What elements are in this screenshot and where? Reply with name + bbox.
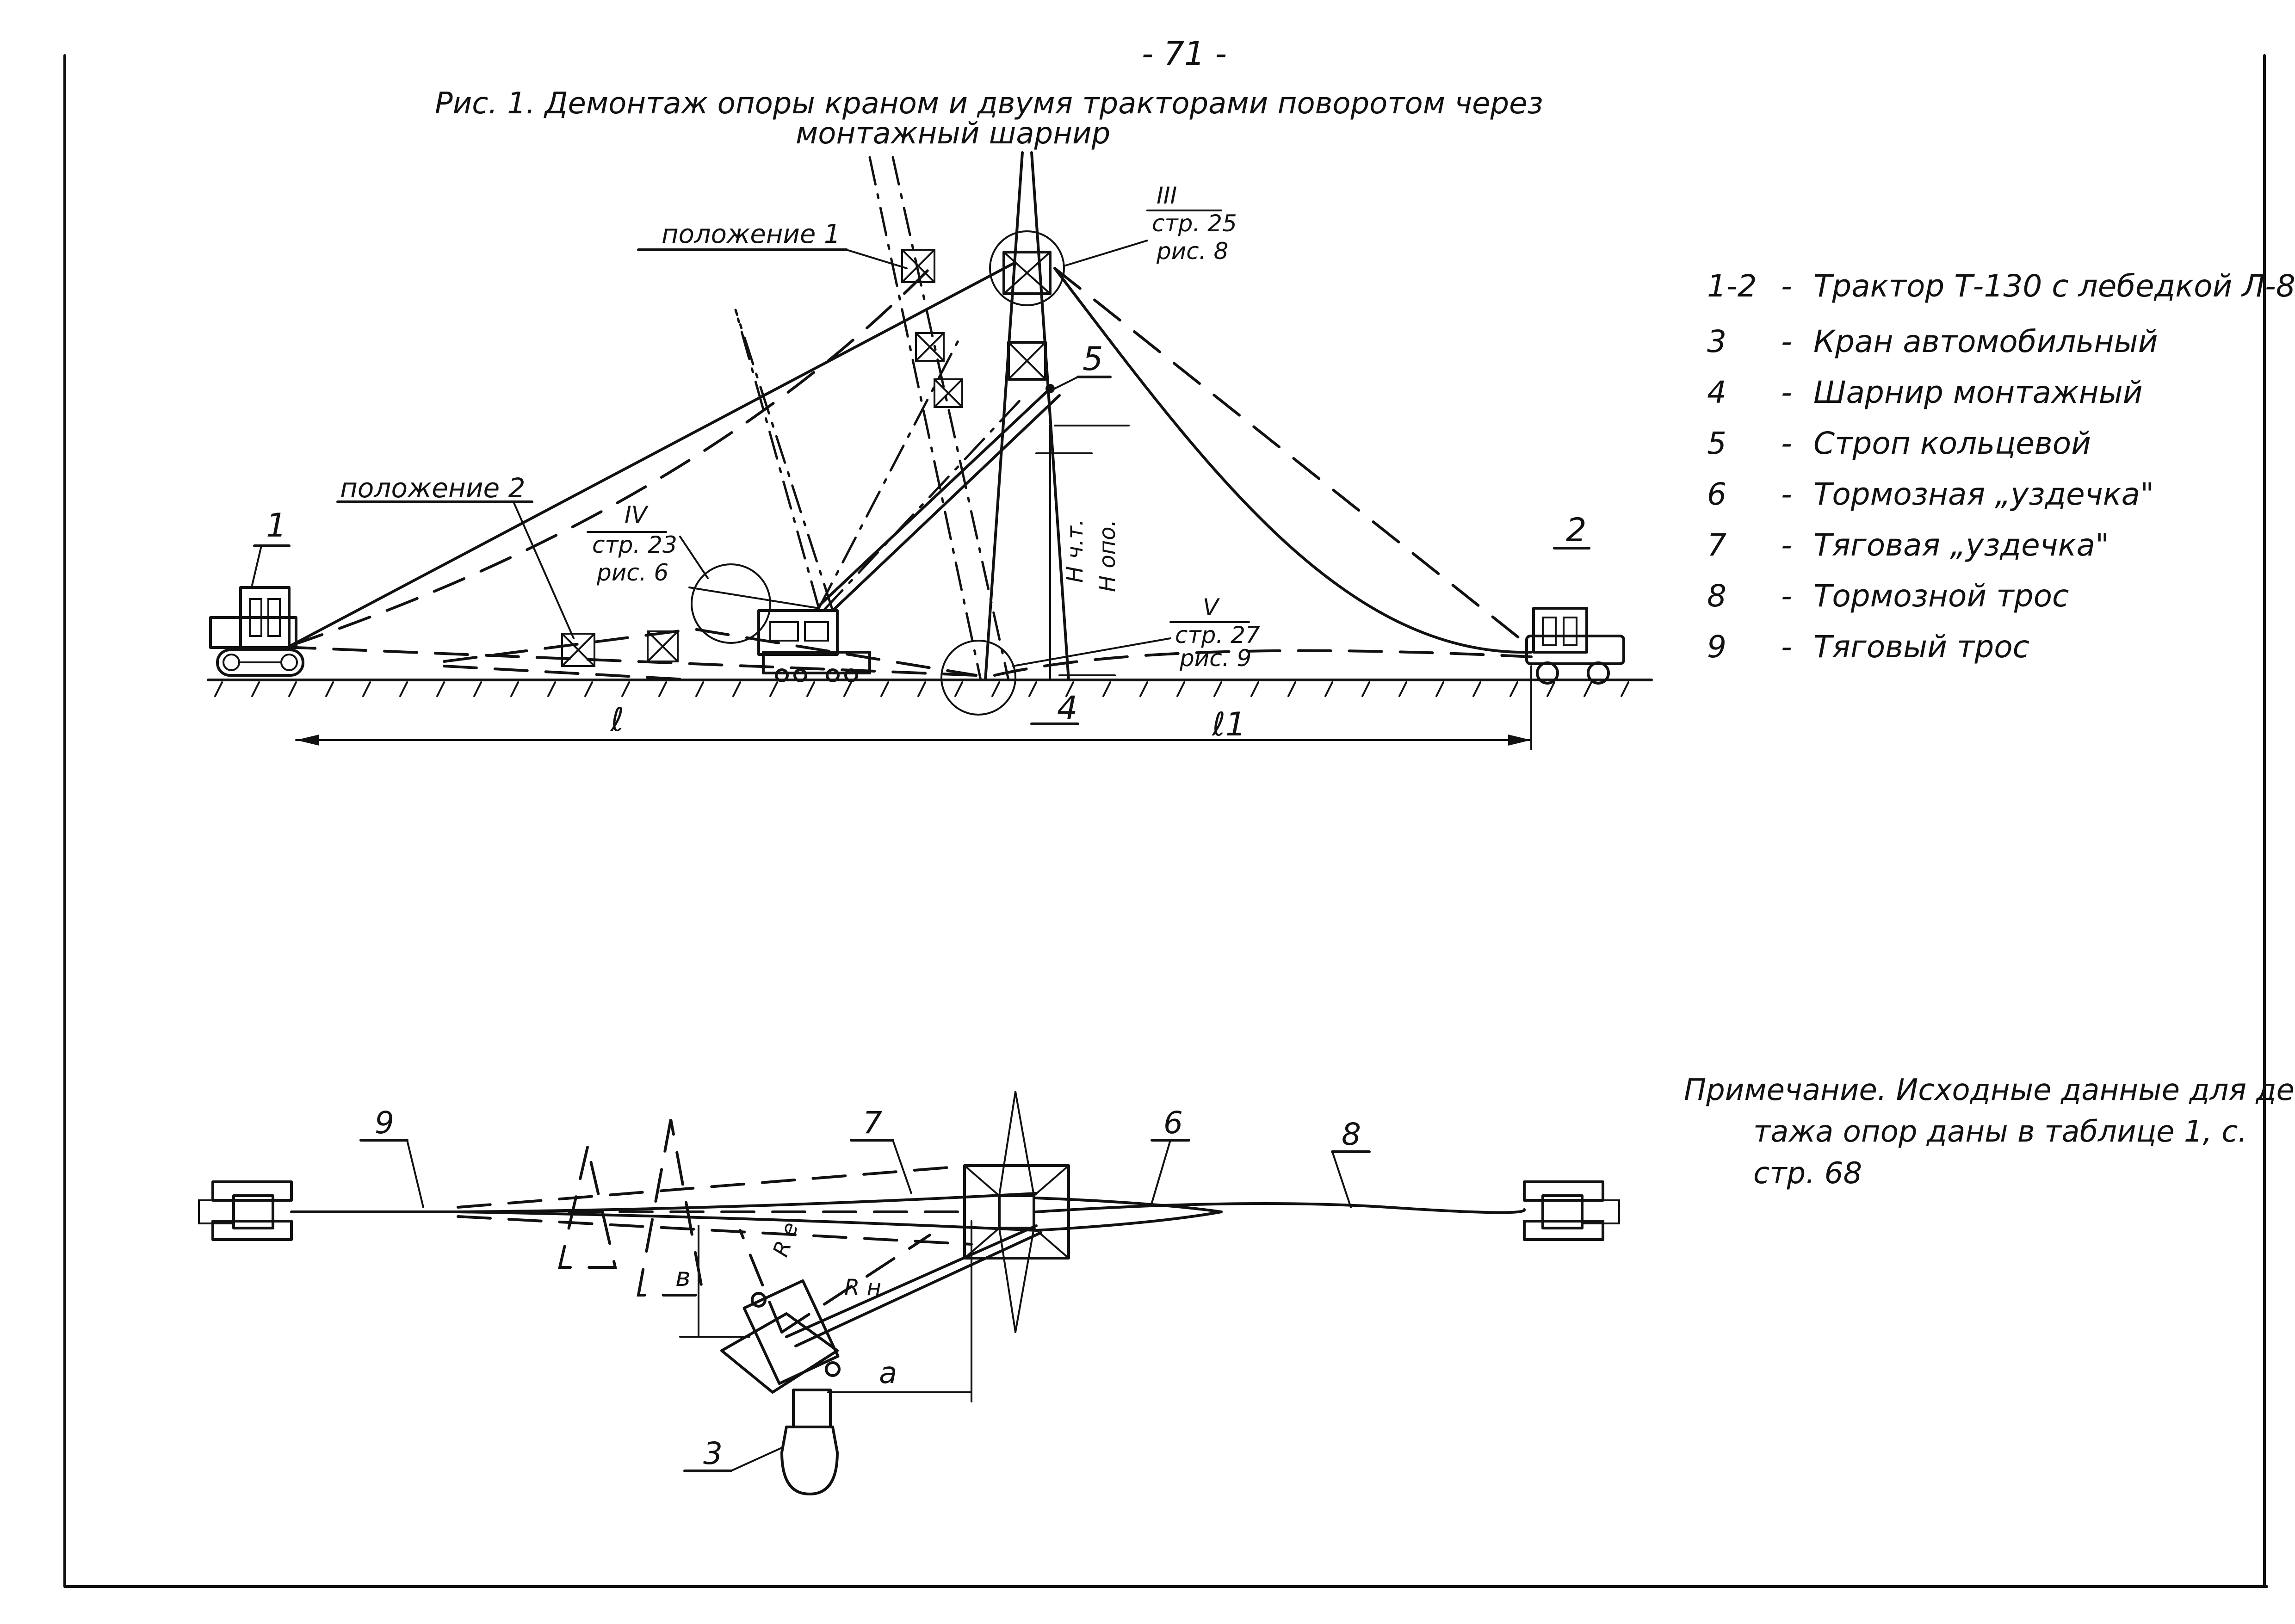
pull-rope-lowered [295,646,977,677]
plan-view: в а R е R н 9 7 6 8 3 [198,1091,1620,1495]
page-number: - 71 - [1142,35,1227,73]
label-dim-a: а [879,1356,897,1390]
label-7-leader [892,1139,912,1194]
tractor-2-elevation [1525,607,1625,685]
ref-v: V стр. 27 рис. 9 [1012,594,1260,672]
brake-rope-lowered [993,649,1533,677]
crane-boom [817,387,1052,607]
crane-boom-alt-1b [734,309,834,612]
crane-plan [720,1224,1042,1495]
label-8-leader [1331,1151,1352,1208]
crane-boom-lower-chord [831,394,1061,612]
label-dim-b: в [675,1262,691,1292]
tower-plan-positions [558,1119,968,1297]
legend-item: 8-Тормозной трос [1707,578,2069,614]
label-radius-e: R е [768,1219,803,1260]
crane-boom-alt-3 [822,396,1024,612]
label-h-tower: Н ч.т. [1062,519,1088,583]
label-dim-l: ℓ [610,701,624,739]
ref-iii-fig: рис. 8 [1156,238,1228,265]
label-crane: 3 [703,1436,723,1471]
sling-point [1045,384,1055,393]
label-dim-l1: ℓ1 [1212,705,1246,743]
label-9-leader [406,1139,424,1208]
ground-hatching [214,681,1629,697]
legend-item: 7-Тяговая „уздечка" [1707,527,2109,563]
pull-bridle-lower [457,1210,1038,1232]
label-position-1: положение 1 [662,219,841,249]
label-brake-rope: 8 [1342,1117,1361,1152]
label-3-leader [730,1447,783,1472]
label-brake-bridle: 6 [1163,1105,1183,1141]
ref-iii-page: стр. 25 [1152,210,1237,237]
brake-rope-alt [1053,267,1533,649]
label-1-leader [251,545,262,586]
label-tractor-1: 1 [266,506,287,544]
tractor-1-plan [198,1180,293,1241]
tower-upright [984,151,1070,681]
note-line-2: тажа опор даны в таблице 1, с. [1753,1115,2247,1149]
ref-iv-page: стр. 23 [592,531,677,558]
ref-v-num: V [1203,594,1220,621]
label-h-support: Н опо. [1095,519,1120,592]
tractor-1-elevation [209,586,304,677]
hinge-circle [940,640,1016,716]
label-6-leader [1151,1139,1171,1204]
ref-iv-fig: рис. 6 [596,559,668,586]
label-pull-bridle: 7 [863,1105,882,1141]
tower-tilted [868,156,1010,681]
label-hinge: 4 [1057,689,1078,727]
crane-boom-alt-1 [734,309,820,610]
ref-iv: IV стр. 23 рис. 6 [587,501,709,586]
ref-iii: III стр. 25 рис. 8 [1063,182,1237,267]
bridle-alt-lower [457,1215,973,1246]
label-tractor-2: 2 [1566,511,1587,549]
pull-rope-upright [290,262,1015,647]
elevation-view: 1 2 [207,151,1653,750]
label-sling: 5 [1083,340,1103,378]
position1-leader [846,249,908,269]
note-line-3: стр. 68 [1753,1156,1862,1191]
brake-bridle-lower [1035,1210,1223,1232]
bridle-alt-upper [457,1164,973,1209]
legend-item: 3-Кран автомобильный [1707,324,2158,359]
ref-iii-num: III [1157,182,1177,209]
crane-hoist-rope [688,587,820,609]
detail-circle-iv [691,563,771,644]
figure-title-line1: Рис. 1. Демонтаж опоры краном и двумя тр… [435,86,1543,121]
label-pull-rope: 9 [375,1105,394,1141]
legend-item: 9-Тяговый трос [1707,629,2029,665]
dimension-l: ℓ [295,701,968,746]
legend-item: 1-2-Трактор Т-130 с лебедкой Л-8 [1707,268,2295,304]
brake-rope-plan [1035,1202,1526,1214]
ref-iv-num: IV [625,501,649,528]
label-position-2: положение 2 [340,472,526,504]
dimension-l1: ℓ1 [966,665,1532,750]
ref-v-fig: рис. 9 [1179,645,1251,672]
legend-item: 6-Тормозная „уздечка" [1707,476,2154,512]
legend-item: 4-Шарнир монтажный [1707,375,2143,410]
sheet-frame [63,54,2268,1588]
brake-rope-upright [1053,267,1533,654]
position2-leader [513,501,575,639]
legend-item: 5-Строп кольцевой [1707,426,2091,461]
figure-title-line2: монтажный шарнир [796,117,1110,151]
ref-v-page: стр. 27 [1175,622,1260,648]
label-radius-h: R н [844,1275,881,1301]
label-5-leader [1054,376,1079,389]
tractor-2-plan [1523,1180,1620,1241]
note-line-1: Примечание. Исходные данные для демон- [1684,1073,2295,1107]
pull-bridle-upper [457,1192,1038,1213]
pull-rope-tilted [290,267,931,647]
